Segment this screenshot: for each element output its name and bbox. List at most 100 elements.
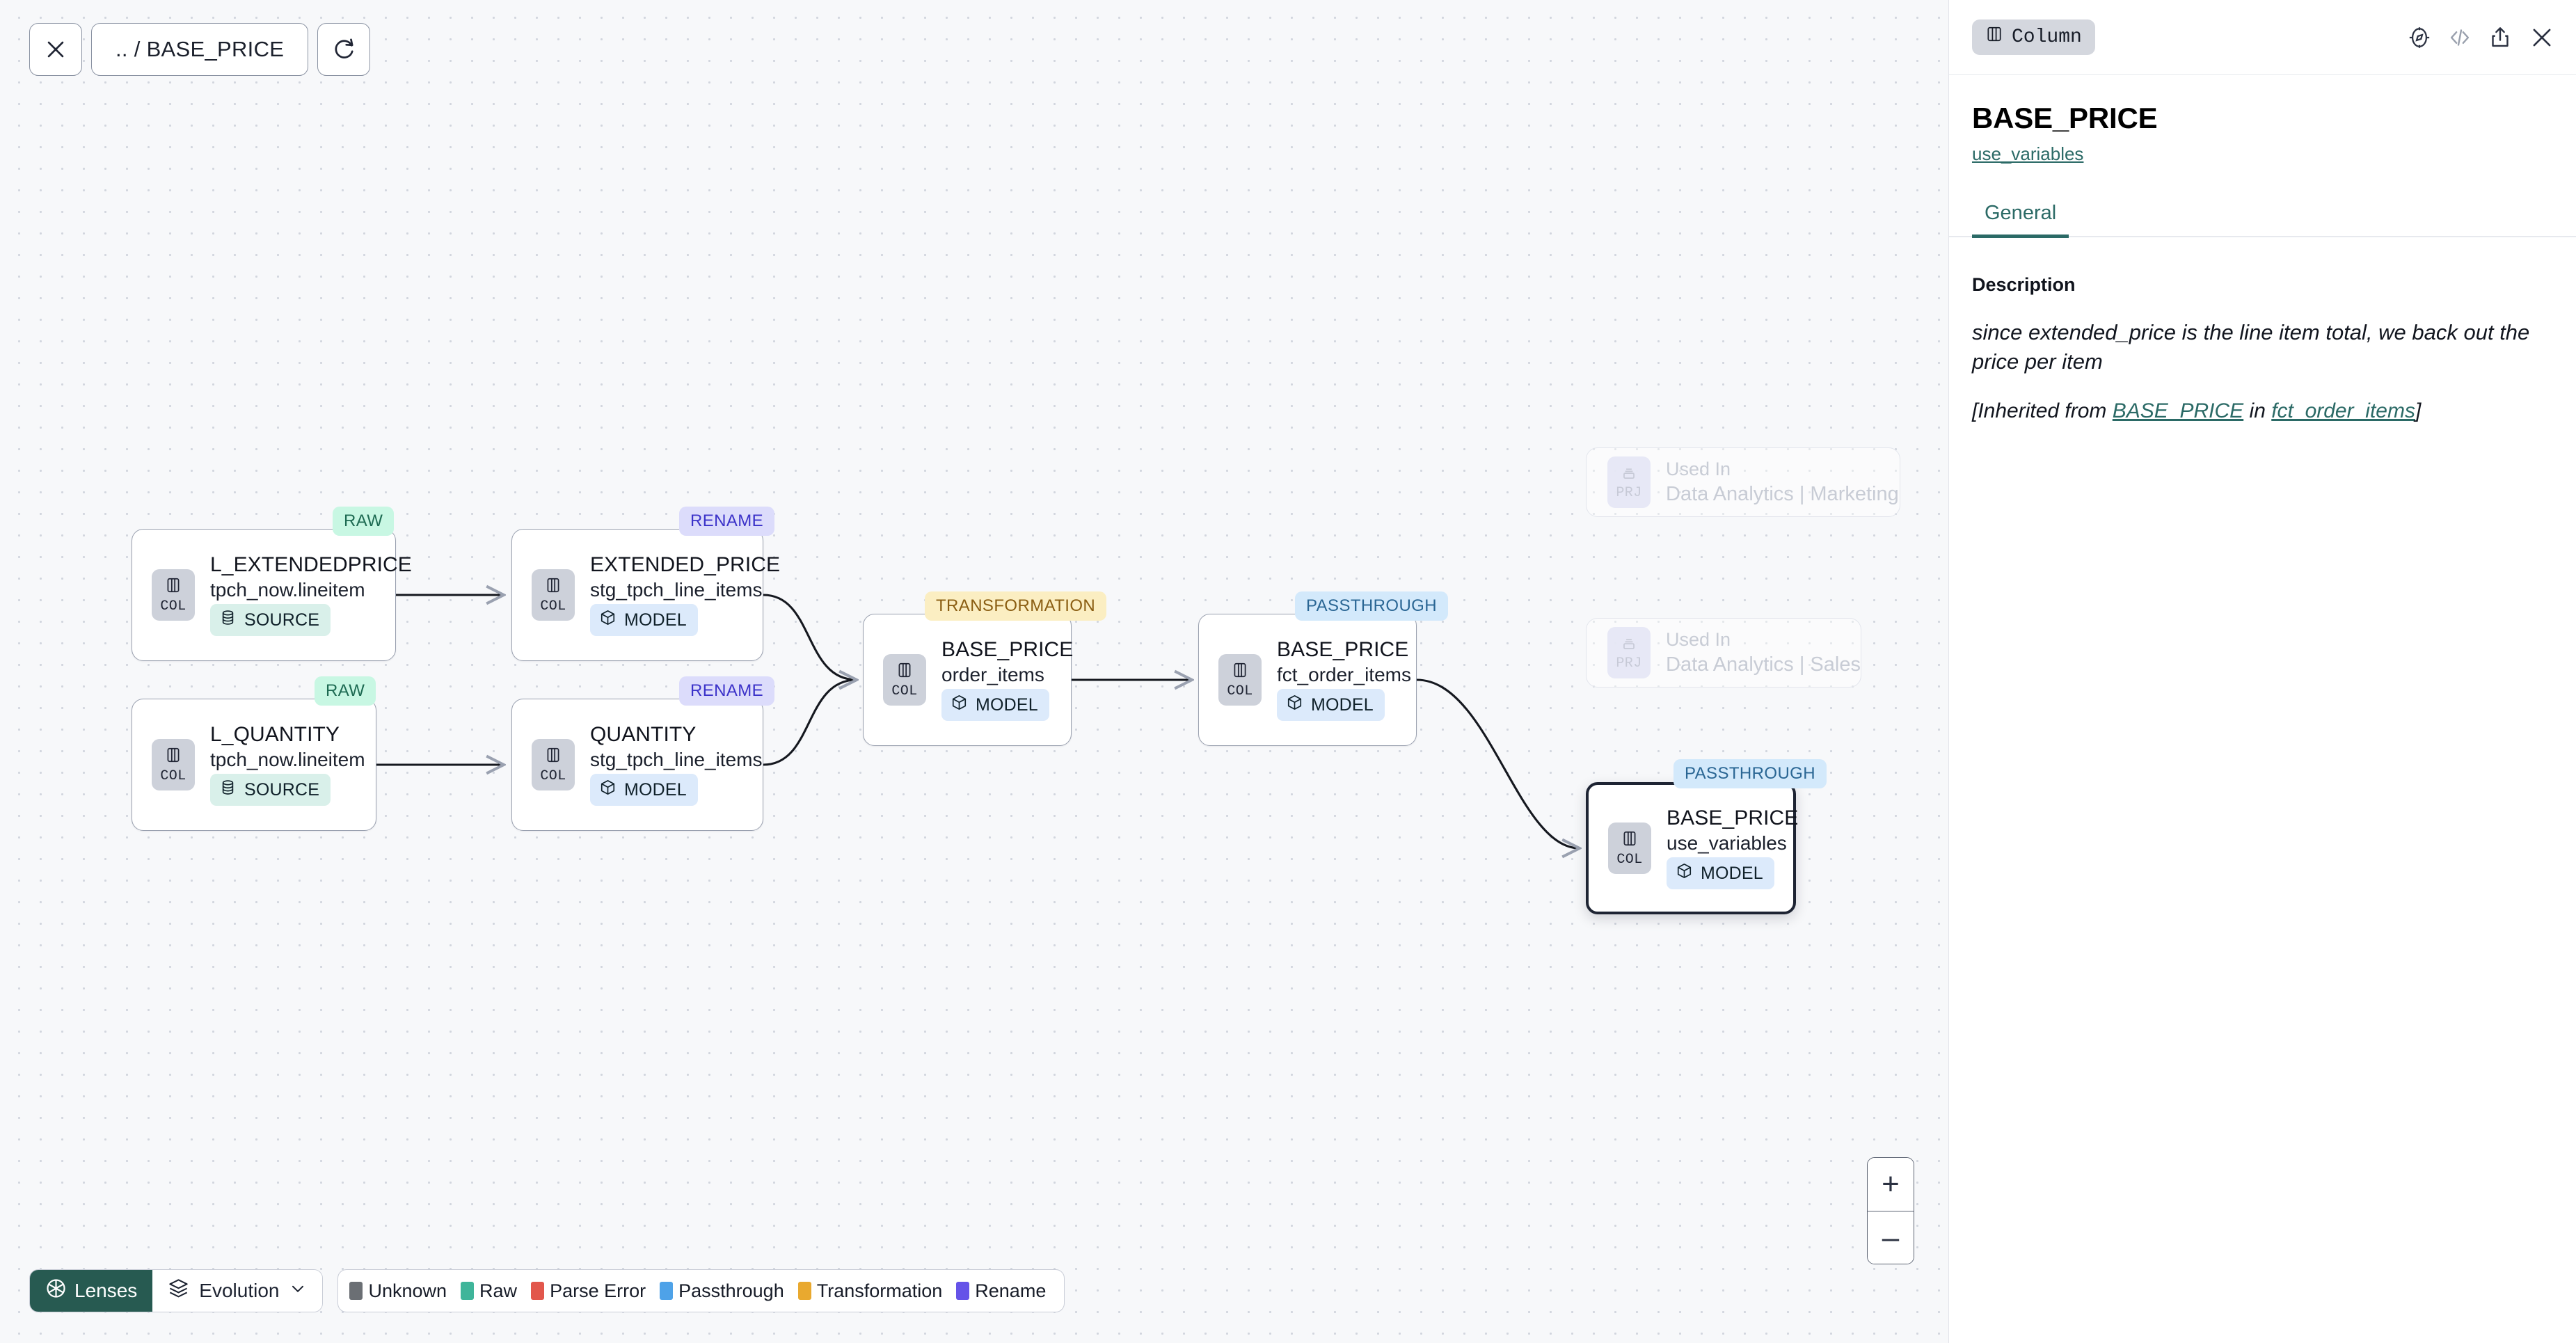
cube-icon [1286, 694, 1303, 716]
edge-quantity-to-baseprice [763, 680, 857, 766]
ghost-used-in-label: Used In [1666, 629, 1731, 650]
node-tag-extended_price: RENAME [679, 507, 775, 536]
node-materialization-chip: SOURCE [210, 604, 331, 637]
code-icon[interactable] [2448, 26, 2472, 49]
node-materialization-chip: MODEL [1667, 857, 1774, 890]
node-title: QUANTITY [590, 722, 697, 746]
legend-item-passthrough[interactable]: Passthrough [660, 1280, 791, 1302]
node-tag-l_extendedprice: RAW [333, 507, 395, 536]
inherited-note: [Inherited from BASE_PRICE in fct_order_… [1972, 397, 2553, 424]
inherited-middle: in [2243, 399, 2272, 422]
cube-icon [599, 609, 617, 631]
zoom-in-button[interactable]: + [1868, 1158, 1914, 1211]
node-kind-badge: COL [1608, 823, 1651, 874]
layers-icon [168, 1278, 189, 1304]
parent-model-link[interactable]: use_variables [1972, 143, 2084, 164]
close-icon [44, 38, 67, 61]
ghost-kind-label: PRJ [1616, 655, 1642, 672]
node-subtitle: fct_order_items [1277, 664, 1411, 686]
node-kind-label: COL [1616, 851, 1643, 868]
legend-item-parse-error[interactable]: Parse Error [531, 1280, 653, 1302]
legend-label: Parse Error [550, 1280, 646, 1301]
legend-item-rename[interactable]: Rename [956, 1280, 1053, 1302]
panel-tabs: General [1949, 202, 2576, 238]
node-subtitle: use_variables [1667, 832, 1787, 855]
ghost-project-name: Data Analytics | Sales [1666, 653, 1861, 676]
cube-icon [1676, 862, 1693, 884]
refresh-button[interactable] [317, 23, 371, 76]
inherited-column-link[interactable]: BASE_PRICE [2112, 399, 2244, 422]
node-tag-quantity: RENAME [679, 676, 775, 706]
lineage-node-base_price_fct_order_items[interactable]: COL BASE_PRICE fct_order_items MODEL [1198, 614, 1417, 746]
breadcrumb[interactable]: .. / BASE_PRICE [91, 23, 309, 76]
database-icon [219, 609, 237, 631]
ghost-kind-badge: PRJ [1607, 456, 1651, 508]
node-tag-base_price_order_items: TRANSFORMATION [925, 591, 1107, 621]
column-icon [1231, 661, 1249, 683]
node-materialization-label: MODEL [624, 610, 687, 630]
inherited-prefix: [Inherited from [1972, 399, 2113, 422]
evolution-dropdown[interactable]: Evolution [152, 1270, 323, 1312]
lineage-node-l_quantity[interactable]: COL L_QUANTITY tpch_now.lineitem SOURCE [132, 699, 376, 831]
lenses-group: Lenses Evolution [29, 1269, 324, 1312]
node-materialization-chip: MODEL [590, 604, 698, 637]
close-graph-button[interactable] [29, 23, 82, 76]
panel-header-actions [2408, 24, 2555, 51]
database-icon [219, 779, 237, 801]
lineage-legend: Unknown Raw Parse Error Passthrough Transfor… [337, 1269, 1065, 1312]
edge-fctorderitems-to-usevariables [1416, 678, 1580, 848]
node-subtitle: tpch_now.lineitem [210, 579, 365, 601]
chevron-down-icon [289, 1280, 307, 1303]
legend-swatch [956, 1282, 970, 1300]
node-kind-label: COL [1227, 683, 1253, 699]
ghost-node-used_in_sales[interactable]: PRJ Used In Data Analytics | Sales [1586, 618, 1861, 688]
node-kind-badge: COL [1218, 654, 1262, 706]
share-icon[interactable] [2488, 26, 2512, 49]
lineage-node-extended_price[interactable]: COL EXTENDED_PRICE stg_tpch_line_items M… [511, 529, 780, 661]
lineage-node-base_price_order_items[interactable]: COL BASE_PRICE order_items MODEL [863, 614, 1073, 746]
node-body: BASE_PRICE fct_order_items MODEL [1277, 639, 1411, 722]
close-icon[interactable] [2529, 24, 2555, 51]
ghost-body: Used In Data Analytics | Marketing [1666, 460, 1899, 504]
lineage-node-l_extendedprice[interactable]: COL L_EXTENDEDPRICE tpch_now.lineitem SO… [132, 529, 412, 661]
lineage-canvas[interactable]: .. / BASE_PRICE PRJ Used In Data Analyti… [0, 0, 1948, 1343]
node-body: L_QUANTITY tpch_now.lineitem SOURCE [210, 724, 365, 806]
lineage-node-base_price_use_variables[interactable]: COL BASE_PRICE use_variables MODEL [1586, 782, 1799, 914]
aperture-icon [45, 1278, 67, 1304]
node-body: BASE_PRICE order_items MODEL [941, 639, 1073, 722]
ghost-project-name: Data Analytics | Marketing [1666, 483, 1899, 505]
node-materialization-label: MODEL [1311, 694, 1374, 715]
lenses-button[interactable]: Lenses [30, 1270, 153, 1312]
tab-general[interactable]: General [1972, 202, 2069, 238]
ghost-node-used_in_marketing[interactable]: PRJ Used In Data Analytics | Marketing [1586, 447, 1900, 517]
legend-item-transformation[interactable]: Transformation [797, 1280, 950, 1302]
node-kind-label: COL [540, 768, 566, 784]
node-kind-badge: COL [152, 569, 195, 621]
legend-item-unknown[interactable]: Unknown [349, 1280, 454, 1302]
lineage-node-quantity[interactable]: COL QUANTITY stg_tpch_line_items MODEL [511, 699, 763, 831]
zoom-out-button[interactable]: – [1868, 1211, 1914, 1264]
evolution-label: Evolution [199, 1280, 280, 1301]
inherited-model-link[interactable]: fct_order_items [2271, 399, 2415, 422]
zoom-controls: + – [1867, 1157, 1914, 1264]
node-title: BASE_PRICE [1667, 806, 1799, 829]
legend-label: Transformation [816, 1280, 943, 1301]
node-tag-base_price_fct_order_items: PASSTHROUGH [1295, 591, 1448, 621]
node-materialization-chip: MODEL [1277, 689, 1385, 722]
legend-label: Rename [975, 1280, 1047, 1301]
column-icon [896, 661, 914, 683]
project-icon [1620, 463, 1638, 485]
details-panel-header: Column [1949, 0, 2576, 75]
node-subtitle: stg_tpch_line_items [590, 579, 763, 601]
node-materialization-label: SOURCE [244, 779, 320, 800]
compass-icon[interactable] [2408, 26, 2431, 49]
node-materialization-chip: MODEL [590, 774, 698, 806]
entity-type-pill[interactable]: Column [1972, 19, 2095, 55]
node-kind-label: COL [540, 598, 566, 614]
node-tag-base_price_use_variables: PASSTHROUGH [1673, 759, 1827, 788]
node-materialization-chip: MODEL [941, 689, 1049, 722]
node-body: L_EXTENDEDPRICE tpch_now.lineitem SOURCE [210, 554, 412, 637]
legend-label: Raw [479, 1280, 518, 1301]
legend-item-raw[interactable]: Raw [461, 1280, 524, 1302]
